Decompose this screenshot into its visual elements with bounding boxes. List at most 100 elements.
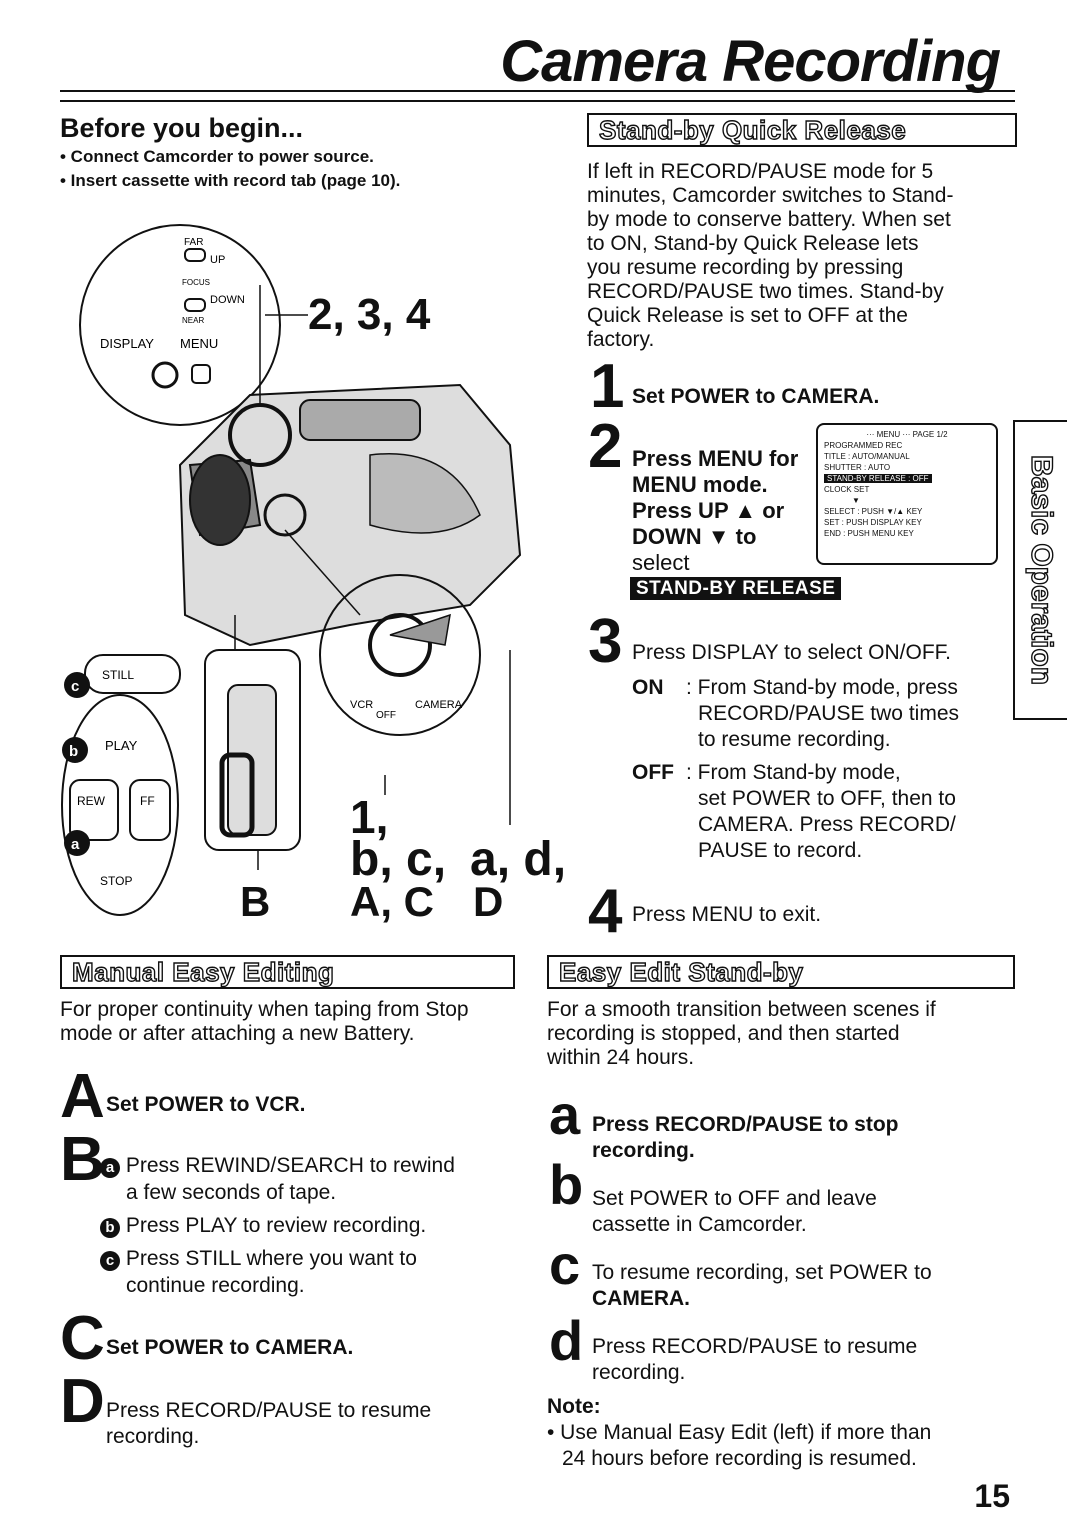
menu-screen-row: END : PUSH MENU KEY xyxy=(824,529,914,538)
manual-stepB-a-line1: Press REWIND/SEARCH to rewind xyxy=(125,1154,455,1177)
circle-a-icon: a xyxy=(100,1158,120,1178)
standby-off-line: PAUSE to record. xyxy=(698,839,863,862)
standby-step2-text: Press MENU for MENU mode. Press UP ▲ or … xyxy=(632,446,798,576)
standby-step1-num: 1 xyxy=(590,352,625,421)
callout-ad: a, d, xyxy=(470,833,567,886)
callout-1: 1, xyxy=(350,791,389,843)
menu-label: MENU xyxy=(180,336,218,351)
manual-stepD-line2: recording. xyxy=(106,1425,200,1448)
standby-off-line: : From Stand-by mode, xyxy=(686,761,901,784)
standby-on-line: RECORD/PAUSE two times xyxy=(698,702,959,725)
vcr-label: VCR xyxy=(350,699,373,711)
standby-step4-text: Press MENU to exit. xyxy=(632,903,822,926)
standby-intro-line: RECORD/PAUSE two times. Stand-by xyxy=(587,280,944,303)
manual-stepA-letter: A xyxy=(60,1062,105,1131)
standby-intro-line: factory. xyxy=(587,328,655,351)
manual-heading: Manual Easy Editing xyxy=(71,956,335,987)
standby-heading-box: Stand-by Quick Release xyxy=(587,113,1017,147)
menu-screen-row: TITLE : AUTO/MANUAL xyxy=(824,452,910,461)
easyedit-note-line1: • Use Manual Easy Edit (left) if more th… xyxy=(547,1421,932,1444)
easyedit-note-label: Note: xyxy=(547,1395,601,1418)
before-heading: Before you begin... xyxy=(60,113,304,143)
play-label: PLAY xyxy=(105,738,138,753)
easyedit-intro-line: For a smooth transition between scenes i… xyxy=(547,998,936,1021)
standby-off-label: OFF xyxy=(632,761,674,784)
standby-step3-text: Press DISPLAY to select ON/OFF. xyxy=(632,641,951,664)
side-tab-label: Basic Operation xyxy=(1024,454,1058,686)
display-label: DISPLAY xyxy=(100,336,154,351)
standby-on-text: : From Stand-by mode, press RECORD/PAUSE… xyxy=(686,675,959,753)
easyedit-heading-box: Easy Edit Stand-by xyxy=(547,955,1015,989)
standby-step2-line: MENU mode. xyxy=(632,472,768,497)
page-number: 15 xyxy=(974,1478,1010,1514)
standby-on-line: : From Stand-by mode, press xyxy=(686,676,958,699)
easyedit-stepc-line1: To resume recording, set POWER to xyxy=(592,1261,932,1284)
title-rule xyxy=(60,90,1015,102)
standby-step1-text: Set POWER to CAMERA. xyxy=(632,385,880,408)
easyedit-stepd-line2: recording. xyxy=(592,1361,686,1384)
standby-intro-line: If left in RECORD/PAUSE mode for 5 xyxy=(587,160,934,183)
standby-off-line: CAMERA. Press RECORD/ xyxy=(698,813,956,836)
far-label: FAR xyxy=(184,237,203,248)
manual-stepD-letter: D xyxy=(60,1367,105,1436)
manual-intro-line: mode or after attaching a new Battery. xyxy=(60,1022,415,1045)
easyedit-intro-line: recording is stopped, and then started xyxy=(547,1022,900,1045)
easyedit-stepb-line1: Set POWER to OFF and leave xyxy=(592,1187,877,1210)
standby-step4-num: 4 xyxy=(588,877,623,946)
camcorder-diagram: FAR UP FOCUS DOWN NEAR DISPLAY MENU VCR … xyxy=(61,224,522,916)
easyedit-stepc-letter: c xyxy=(549,1233,581,1296)
standby-on-label: ON xyxy=(632,676,664,699)
standby-intro-line: to ON, Stand-by Quick Release lets xyxy=(587,232,919,255)
circle-a-mark: a xyxy=(71,836,80,853)
still-label: STILL xyxy=(102,668,134,682)
manual-stepB-c: c Press STILL where you want to xyxy=(100,1246,417,1272)
standby-step2-line: select xyxy=(632,550,690,575)
easyedit-stepa-line2: recording. xyxy=(592,1139,695,1162)
menu-screen-header: ··· MENU ··· PAGE 1/2 xyxy=(866,430,948,439)
manual-stepB-c-line1: Press STILL where you want to xyxy=(125,1247,417,1270)
standby-release-label-wrap: STAND-BY RELEASE xyxy=(630,577,842,600)
easyedit-intro-line: within 24 hours. xyxy=(547,1046,695,1069)
menu-screen-row: CLOCK SET xyxy=(824,485,870,494)
circle-b-mark: b xyxy=(69,743,78,760)
manual-stepD-line1: Press RECORD/PAUSE to resume xyxy=(106,1399,432,1422)
standby-intro-line: Quick Release is set to OFF at the xyxy=(587,304,908,327)
manual-intro-line: For proper continuity when taping from S… xyxy=(60,998,469,1021)
easyedit-note-line2: 24 hours before recording is resumed. xyxy=(562,1447,917,1470)
standby-intro-line: by mode to conserve battery. When set xyxy=(587,208,951,231)
focus-label: FOCUS xyxy=(182,278,210,287)
rew-label: REW xyxy=(77,794,106,808)
menu-screen-row: SELECT : PUSH ▼/▲ KEY xyxy=(824,507,923,516)
menu-screen-row: SHUTTER : AUTO xyxy=(824,463,891,472)
page-title: Camera Recording xyxy=(500,29,1001,94)
manual-stepB-letter: B xyxy=(60,1125,105,1194)
menu-screen: ··· MENU ··· PAGE 1/2 PROGRAMMED REC TIT… xyxy=(816,423,998,565)
callout-234: 2, 3, 4 xyxy=(308,290,431,339)
easyedit-stepa-letter: a xyxy=(549,1083,581,1146)
easyedit-stepb-letter: b xyxy=(549,1153,584,1216)
standby-intro-line: minutes, Camcorder switches to Stand- xyxy=(587,184,954,207)
easyedit-heading: Easy Edit Stand-by xyxy=(558,956,804,987)
callout-bc: b, c, xyxy=(350,833,447,886)
standby-off-text: : From Stand-by mode, set POWER to OFF, … xyxy=(686,760,956,864)
manual-stepB-a: a Press REWIND/SEARCH to rewind xyxy=(100,1153,455,1179)
manual-stepB-a-line2: a few seconds of tape. xyxy=(126,1181,337,1204)
standby-step3-num: 3 xyxy=(588,607,623,676)
standby-step2-line: Press UP ▲ or xyxy=(632,498,785,523)
manual-intro: For proper continuity when taping from S… xyxy=(60,998,520,1046)
standby-step2-line: Press MENU for xyxy=(632,446,799,471)
stop-label: STOP xyxy=(100,874,132,888)
manual-stepC-letter: C xyxy=(60,1304,105,1373)
manual-stepC-text: Set POWER to CAMERA. xyxy=(106,1336,354,1359)
ff-label: FF xyxy=(140,794,155,808)
standby-on-line: to resume recording. xyxy=(698,728,891,751)
standby-intro: If left in RECORD/PAUSE mode for 5 minut… xyxy=(587,160,1012,352)
manual-heading-box: Manual Easy Editing xyxy=(60,955,515,989)
standby-intro-line: you resume recording by pressing xyxy=(587,256,904,279)
standby-heading: Stand-by Quick Release xyxy=(598,114,907,145)
up-label: UP xyxy=(210,254,225,266)
manual-stepB-c-line2: continue recording. xyxy=(126,1274,305,1297)
standby-release-label: STAND-BY RELEASE xyxy=(630,577,842,600)
manual-stepA-text: Set POWER to VCR. xyxy=(106,1093,306,1116)
circle-c-icon: c xyxy=(100,1251,120,1271)
